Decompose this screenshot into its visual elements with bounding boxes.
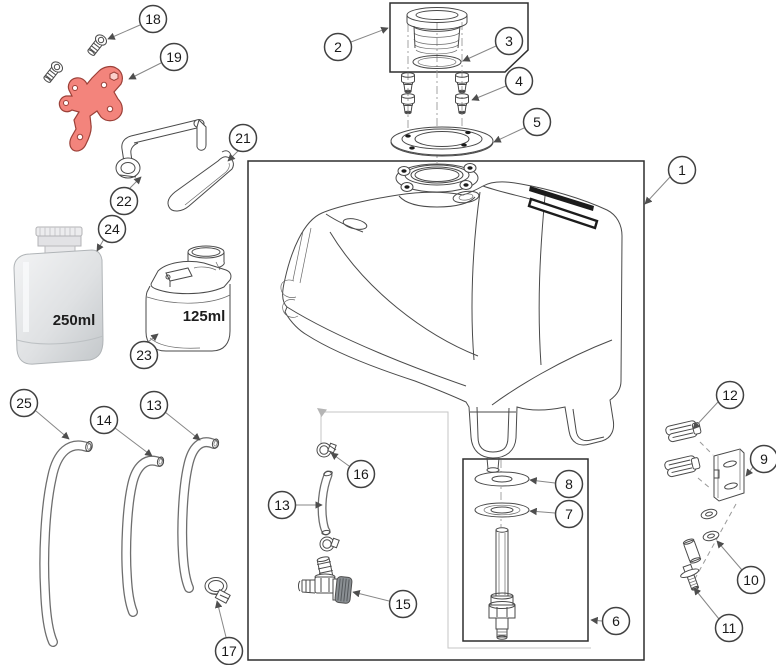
svg-text:9: 9 — [760, 451, 768, 467]
svg-text:22: 22 — [116, 193, 132, 209]
callout-6: 6 — [601, 606, 631, 636]
part-clip-12a — [664, 418, 703, 444]
svg-text:4: 4 — [515, 73, 523, 89]
part-bracket-22 — [115, 119, 207, 179]
svg-text:19: 19 — [166, 49, 182, 65]
callout-21: 21 — [228, 123, 258, 153]
part-hose-14 — [121, 455, 165, 617]
part-hose-13-short — [317, 470, 333, 536]
svg-text:6: 6 — [612, 613, 620, 629]
svg-text:10: 10 — [743, 572, 759, 588]
tank-filler-neck — [395, 163, 479, 208]
callout-16: 16 — [346, 459, 376, 489]
svg-text:12: 12 — [722, 387, 738, 403]
part-flange-screws — [401, 72, 469, 115]
callout-19: 19 — [159, 42, 189, 72]
tank-stripes — [527, 186, 599, 230]
part-strap-21 — [167, 150, 234, 212]
svg-text:3: 3 — [505, 33, 513, 49]
part-washer-8 — [474, 471, 530, 487]
part-washer-7 — [474, 502, 530, 518]
part-reservoir-23: 125ml — [145, 245, 232, 352]
svg-text:16: 16 — [353, 466, 369, 482]
callout-23: 23 — [129, 340, 159, 370]
callout-8: 8 — [554, 469, 584, 499]
part-bracket-19-highlighted — [58, 65, 123, 152]
part-fuel-pickup — [488, 527, 516, 640]
svg-text:15: 15 — [395, 596, 411, 612]
part-clamp-17 — [204, 577, 231, 604]
part-hose-13-long — [177, 437, 220, 593]
svg-text:17: 17 — [221, 643, 237, 659]
part-petcock-15 — [298, 556, 353, 604]
callout-5: 5 — [522, 107, 552, 137]
part-clamp-16 — [316, 442, 337, 458]
part-clamp-lower — [319, 536, 340, 552]
svg-text:21: 21 — [235, 130, 251, 146]
svg-text:23: 23 — [136, 347, 152, 363]
part-fuel-cap — [406, 7, 468, 55]
callout-1: 1 — [667, 155, 697, 185]
callout-13-hose-long: 13 — [139, 390, 169, 420]
part-fuel-tank — [280, 163, 623, 473]
callout-25: 25 — [9, 388, 39, 418]
part-nuts-10 — [700, 508, 720, 542]
callout-7: 7 — [554, 499, 584, 529]
callout-22: 22 — [109, 186, 139, 216]
svg-text:11: 11 — [722, 620, 737, 636]
callout-18: 18 — [138, 4, 168, 34]
part-filler-flange — [390, 126, 494, 157]
svg-text:1: 1 — [678, 162, 686, 178]
svg-text:13: 13 — [146, 397, 162, 413]
part-bolt-18a — [84, 32, 110, 59]
part-bolt-18b — [40, 59, 66, 86]
callout-3: 3 — [494, 26, 524, 56]
svg-text:14: 14 — [96, 412, 112, 428]
callout-2: 2 — [323, 32, 353, 62]
part-cap-gasket — [412, 55, 462, 69]
callout-10: 10 — [736, 565, 766, 595]
callout-24: 24 — [97, 214, 127, 244]
reservoir-volume-label: 125ml — [183, 308, 226, 325]
leader-lines — [35, 24, 754, 638]
svg-text:7: 7 — [565, 506, 573, 522]
main-frame — [247, 160, 645, 661]
callout-17: 17 — [214, 636, 244, 665]
part-bolt-11 — [680, 538, 702, 591]
callout-12: 12 — [715, 380, 745, 410]
svg-text:25: 25 — [16, 395, 32, 411]
svg-text:2: 2 — [334, 39, 342, 55]
svg-text:8: 8 — [565, 476, 573, 492]
assembly-axis-dashes — [691, 441, 737, 585]
svg-text:18: 18 — [145, 11, 161, 27]
cap-assembly-frame — [389, 2, 529, 73]
part-bracket-plate-9 — [713, 448, 745, 502]
callout-14: 14 — [89, 405, 119, 435]
sub-region-outline — [317, 408, 591, 649]
part-bottle-24: 250ml — [13, 226, 104, 365]
callout-9: 9 — [749, 444, 776, 474]
part-hose-25 — [39, 440, 93, 647]
pickup-frame — [462, 458, 589, 642]
callout-4: 4 — [504, 66, 534, 96]
part-clip-12b — [663, 453, 702, 479]
svg-text:13: 13 — [274, 497, 290, 513]
callout-11: 11 — [714, 613, 744, 643]
bottle-volume-label: 250ml — [53, 312, 96, 329]
callout-15: 15 — [388, 589, 418, 619]
svg-text:24: 24 — [104, 221, 120, 237]
svg-text:5: 5 — [533, 114, 541, 130]
callout-13-hose-short: 13 — [267, 490, 297, 520]
